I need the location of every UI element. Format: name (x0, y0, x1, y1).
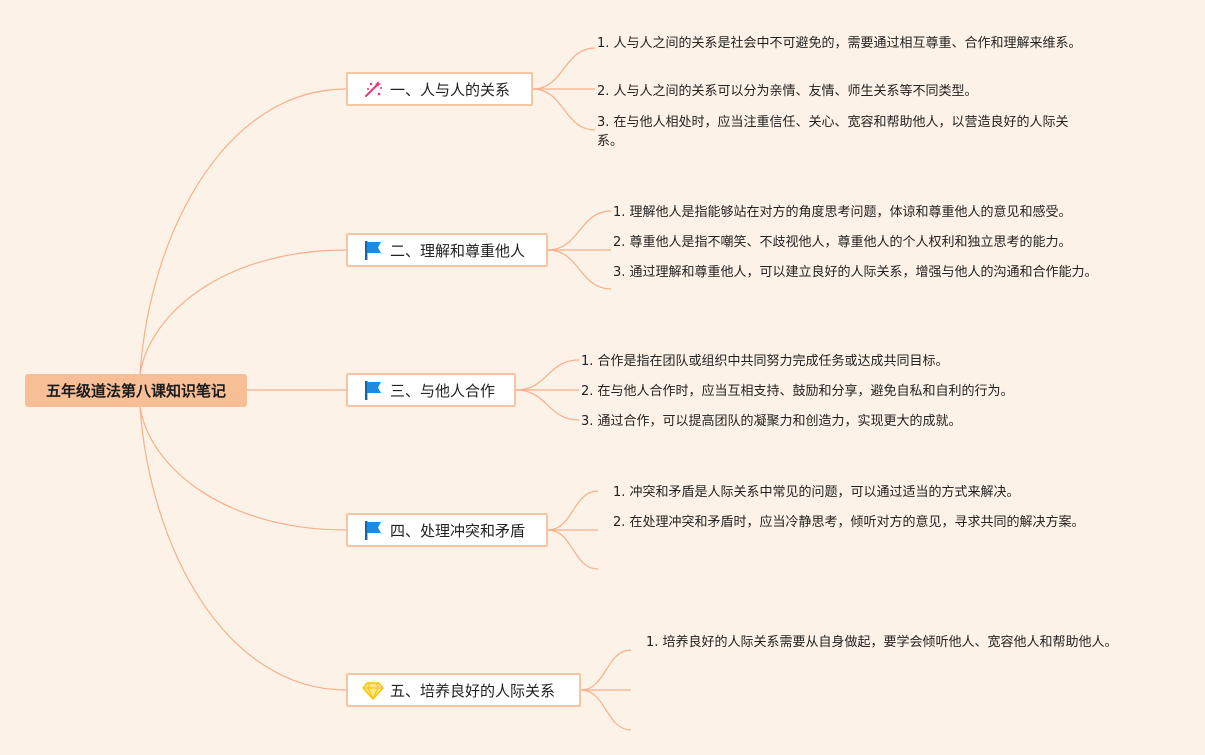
branch-topic-2-label: 二、理解和尊重他人 (390, 241, 526, 260)
diamond-icon (362, 679, 384, 701)
leaf-link-5-3 (580, 689, 632, 731)
leaf-5-1[interactable]: 1. 培养良好的人际关系需要从自身做起，要学会倾听他人、宽容他人和帮助他人。 (646, 635, 1118, 650)
leaf-2-1[interactable]: 1. 理解他人是指能够站在对方的角度思考问题，体谅和尊重他人的意见和感受。 (613, 205, 1072, 220)
leaf-link-1-3 (532, 88, 596, 131)
branch-topic-4-label: 四、处理冲突和矛盾 (390, 521, 526, 540)
leaf-link-4-3 (547, 529, 599, 570)
branch-topic-5[interactable]: 五、培养良好的人际关系 (346, 673, 581, 707)
branch-topic-2[interactable]: 二、理解和尊重他人 (346, 233, 548, 267)
leaf-3-3[interactable]: 3. 通过合作，可以提高团队的凝聚力和创造力，实现更大的成就。 (581, 414, 962, 429)
leaf-2-2[interactable]: 2. 尊重他人是指不嘲笑、不歧视他人，尊重他人的个人权利和独立思考的能力。 (613, 235, 1072, 250)
leaf-2-3[interactable]: 3. 通过理解和尊重他人，可以建立良好的人际关系，增强与他人的沟通和合作能力。 (613, 265, 1098, 280)
blue-flag-icon (362, 519, 384, 541)
root-topic[interactable]: 五年级道法第八课知识笔记 (25, 374, 247, 407)
leaf-link-3-3 (515, 389, 580, 421)
leaf-link-4-1 (547, 490, 599, 531)
leaf-link-2-3 (547, 249, 612, 290)
leaf-link-5-1 (580, 649, 632, 691)
root-link-4 (139, 406, 347, 531)
leaf-4-1[interactable]: 1. 冲突和矛盾是人际关系中常见的问题，可以通过适当的方式来解决。 (613, 485, 1020, 500)
blue-flag-icon (362, 239, 384, 261)
leaf-link-2-1 (547, 210, 612, 251)
root-link-5 (139, 406, 347, 691)
branch-topic-4[interactable]: 四、处理冲突和矛盾 (346, 513, 548, 547)
blue-flag-icon (362, 379, 384, 401)
leaf-1-3[interactable]: 3. 在与他人相处时，应当注重信任、关心、宽容和帮助他人，以营造良好的人际关系。 (597, 115, 1069, 149)
leaf-link-1-1 (532, 47, 596, 90)
leaf-3-1[interactable]: 1. 合作是指在团队或组织中共同努力完成任务或达成共同目标。 (581, 354, 949, 369)
branch-topic-1[interactable]: 一、人与人的关系 (346, 72, 533, 106)
branch-topic-3[interactable]: 三、与他人合作 (346, 373, 516, 407)
leaf-3-2[interactable]: 2. 在与他人合作时，应当互相支持、鼓励和分享，避免自私和自利的行为。 (581, 384, 1014, 399)
magic-wand-icon (362, 78, 384, 100)
branch-topic-1-label: 一、人与人的关系 (390, 80, 511, 99)
branch-topic-3-label: 三、与他人合作 (390, 381, 496, 400)
leaf-1-1[interactable]: 1. 人与人之间的关系是社会中不可避免的，需要通过相互尊重、合作和理解来维系。 (597, 36, 1082, 51)
leaf-4-2[interactable]: 2. 在处理冲突和矛盾时，应当冷静思考，倾听对方的意见，寻求共同的解决方案。 (613, 515, 1085, 530)
leaf-link-3-1 (515, 359, 580, 391)
root-link-1 (139, 88, 347, 375)
root-link-2 (139, 249, 347, 375)
branch-topic-5-label: 五、培养良好的人际关系 (390, 681, 556, 700)
leaf-1-2[interactable]: 2. 人与人之间的关系可以分为亲情、友情、师生关系等不同类型。 (597, 84, 978, 99)
root-topic-label: 五年级道法第八课知识笔记 (45, 382, 226, 400)
